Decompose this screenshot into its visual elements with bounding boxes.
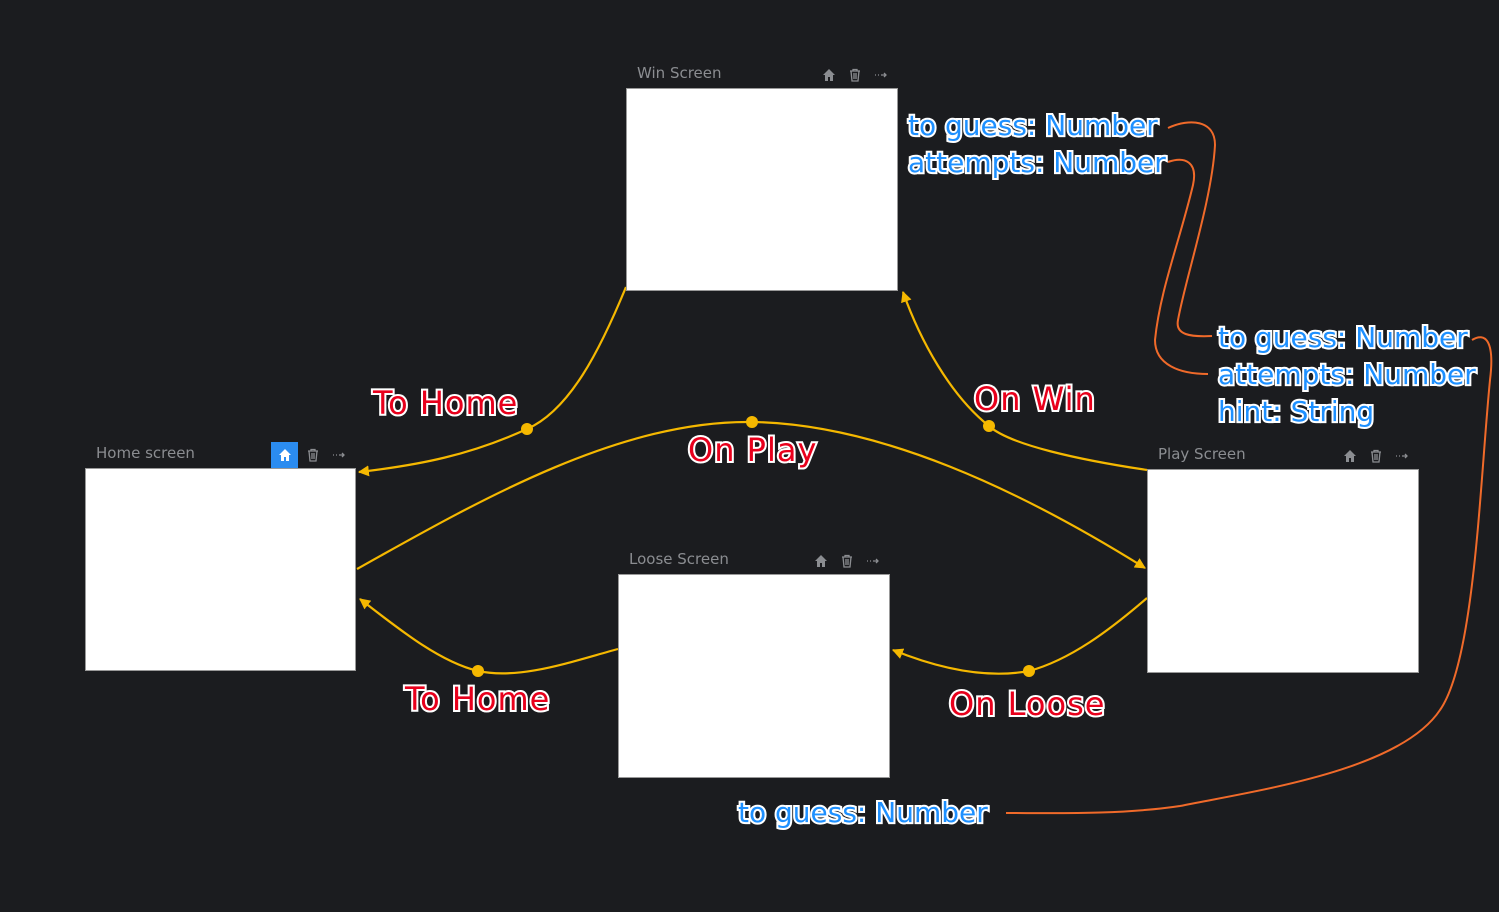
screen-play: Play Screen (1147, 445, 1419, 673)
screen-title: Home screen (96, 444, 195, 462)
screen-home: Home screen (85, 442, 356, 671)
edge-handle[interactable] (472, 665, 484, 677)
dotted-arrow-icon[interactable] (862, 549, 884, 573)
trash-icon[interactable] (302, 443, 324, 467)
trash-icon[interactable] (836, 549, 858, 573)
dotted-arrow-icon[interactable] (870, 63, 892, 87)
screen-title: Loose Screen (629, 550, 729, 568)
win-variable[interactable]: attempts: Number (906, 144, 1168, 181)
win-variable[interactable]: to guess: Number (906, 107, 1160, 144)
edge-handle[interactable] (983, 420, 995, 432)
screen-preview[interactable] (626, 88, 898, 291)
edge-win-to-home[interactable] (357, 286, 628, 477)
edge-label-on-play[interactable]: On Play (686, 429, 818, 471)
home-icon[interactable] (810, 549, 832, 573)
screen-preview[interactable] (85, 468, 356, 671)
home-icon[interactable] (818, 63, 840, 87)
screen-title: Win Screen (637, 64, 722, 82)
screen-title: Play Screen (1158, 445, 1246, 463)
play-variable[interactable]: hint: String (1216, 393, 1376, 430)
home-parameter[interactable]: to guess: Number (736, 794, 990, 831)
play-variable[interactable]: to guess: Number (1216, 319, 1470, 356)
binding-line-attempts (1153, 158, 1209, 375)
screen-preview[interactable] (1147, 469, 1419, 673)
dotted-arrow-icon[interactable] (1391, 444, 1413, 468)
edge-handle[interactable] (1023, 665, 1035, 677)
screen-win: Win Screen (626, 64, 898, 291)
edge-label-loose-to-home[interactable]: To Home (402, 678, 551, 720)
screen-loose: Loose Screen (618, 550, 890, 778)
home-icon[interactable] (271, 442, 298, 468)
edge-play-on-loose[interactable] (891, 597, 1148, 675)
home-icon[interactable] (1339, 444, 1361, 468)
edge-handle[interactable] (746, 416, 758, 428)
play-variable[interactable]: attempts: Number (1216, 356, 1478, 393)
binding-line-to-guess (1167, 121, 1217, 338)
edge-label-win-to-home[interactable]: To Home (370, 382, 519, 424)
screen-preview[interactable] (618, 574, 890, 778)
dotted-arrow-icon[interactable] (328, 443, 350, 467)
edge-loose-to-home[interactable] (359, 598, 619, 675)
binding-line-home-param (1005, 336, 1493, 815)
edge-label-on-loose[interactable]: On Loose (947, 683, 1106, 725)
edge-label-on-win[interactable]: On Win (972, 378, 1097, 420)
trash-icon[interactable] (844, 63, 866, 87)
edge-handle[interactable] (521, 423, 533, 435)
trash-icon[interactable] (1365, 444, 1387, 468)
